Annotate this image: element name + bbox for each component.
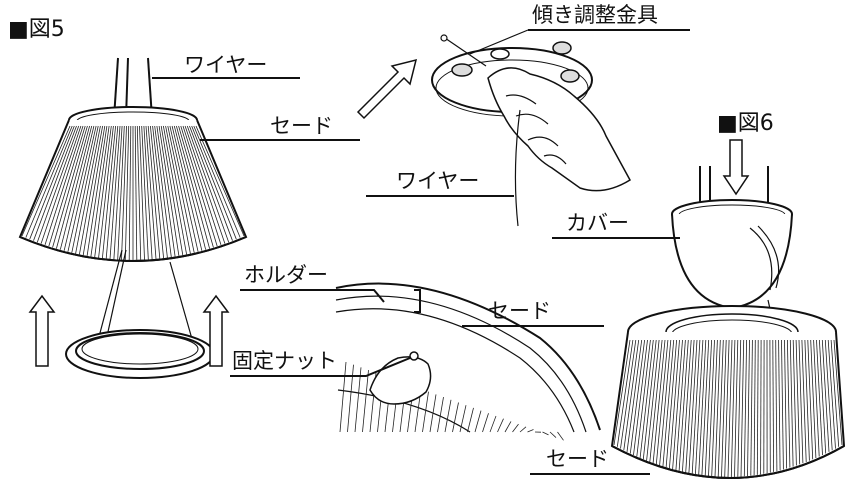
label-shade-detail: セード: [488, 299, 551, 323]
label-wire-top: ワイヤー: [184, 53, 267, 77]
label-shade-fig6: セード: [546, 447, 609, 471]
diagonal-arrow-icon: [358, 60, 416, 118]
label-holder: ホルダー: [244, 263, 328, 287]
tilt-bracket-detail: 傾き調整金具 ワイヤー: [358, 3, 690, 226]
shade-fig5: [20, 107, 246, 261]
hand-icon: [370, 357, 431, 404]
down-arrow-icon: [724, 140, 748, 194]
holder-ring-fig5: [66, 330, 214, 378]
holder-nut-detail: ホルダー セード 固定ナット: [230, 263, 604, 440]
label-tilt-bracket: 傾き調整金具: [532, 3, 658, 27]
label-fixing-nut: 固定ナット: [232, 349, 337, 373]
up-arrow-icon: [30, 296, 54, 366]
label-cover: カバー: [566, 211, 629, 235]
figure-5: ■図5 ワイヤー セー: [8, 17, 360, 378]
fixing-nut: [410, 352, 418, 360]
label-wire-detail: ワイヤー: [396, 169, 479, 193]
shade-fig6: [612, 306, 844, 478]
label-shade-main: セード: [270, 114, 333, 138]
hand-icon: [488, 68, 630, 191]
fig6-title: ■図6: [717, 111, 774, 136]
fig5-title: ■図5: [8, 17, 65, 42]
cover-bowl: [672, 200, 792, 308]
